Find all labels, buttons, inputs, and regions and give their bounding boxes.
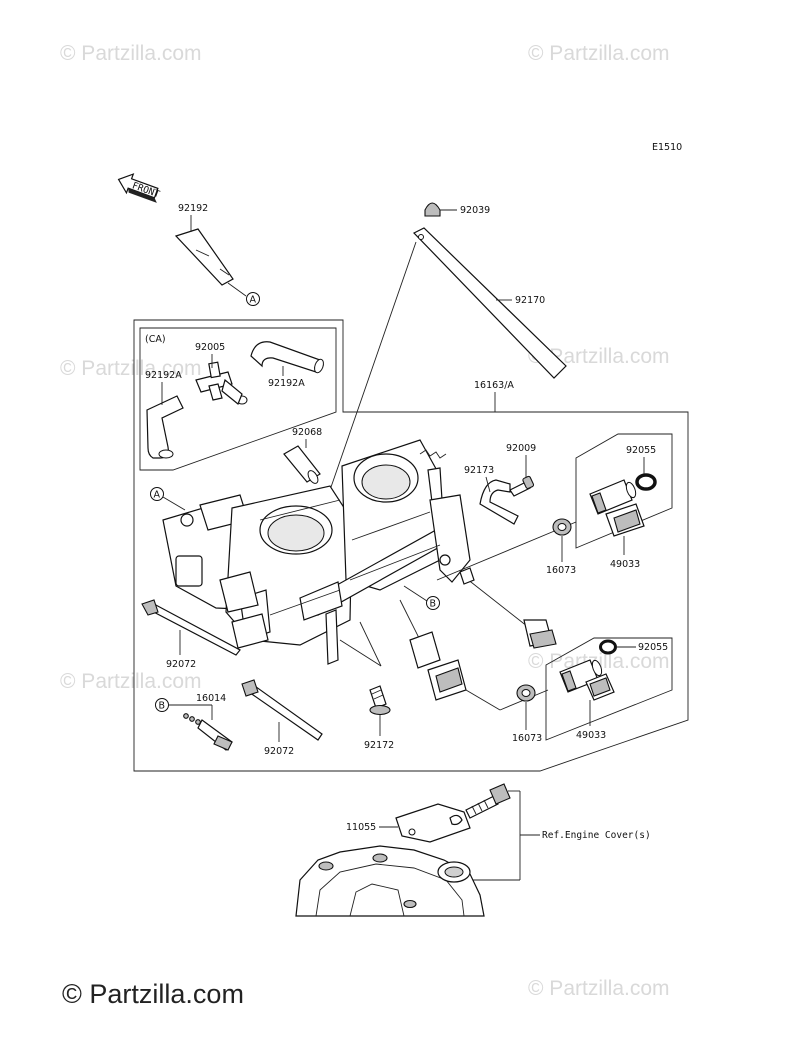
part-label-92005: 92005 bbox=[195, 342, 225, 353]
engine-cover bbox=[295, 845, 485, 917]
ca-inset: (CA) 92005 92192A 92192A bbox=[139, 327, 337, 471]
watermark: © Partzilla.com bbox=[60, 670, 202, 693]
bolt-11055 bbox=[465, 783, 511, 819]
ref-engine-cover-label: Ref.Engine Cover(s) bbox=[542, 830, 651, 841]
bolt-92009 bbox=[509, 475, 535, 497]
injector-49033-top bbox=[589, 479, 645, 537]
part-label-92039: 92039 bbox=[460, 205, 490, 216]
watermark: © Partzilla.com bbox=[528, 345, 670, 368]
cable-tie-92072-left bbox=[141, 599, 241, 656]
t-connector-92005 bbox=[195, 361, 248, 405]
clip-92039 bbox=[424, 202, 457, 217]
part-label-92170: 92170 bbox=[515, 295, 545, 306]
watermark: © Partzilla.com bbox=[528, 977, 670, 1000]
watermark: © Partzilla.com bbox=[60, 357, 202, 380]
o-ring-92055-bottom bbox=[599, 639, 617, 655]
part-label-92192A-left: 92192A bbox=[145, 370, 182, 381]
strap-92170 bbox=[413, 227, 567, 379]
callout-b-assembly: B bbox=[430, 599, 437, 610]
front-arrow-icon: FRONT bbox=[117, 173, 161, 203]
part-label-16073-top: 16073 bbox=[546, 565, 576, 576]
sensor-cable bbox=[459, 567, 557, 649]
part-label-11055: 11055 bbox=[346, 822, 376, 833]
ca-label: (CA) bbox=[145, 334, 166, 345]
bent-hose-92192A-right bbox=[250, 341, 324, 374]
harness-connector bbox=[399, 599, 467, 701]
bracket-11055 bbox=[395, 803, 471, 843]
part-label-92055-top: 92055 bbox=[626, 445, 656, 456]
bent-hose-92192A-left bbox=[146, 395, 184, 459]
part-label-16163A: 16163/A bbox=[474, 380, 514, 391]
injector-box-bottom bbox=[545, 637, 673, 741]
part-label-16073-bottom: 16073 bbox=[512, 733, 542, 744]
watermarks: © Partzilla.com © Partzilla.com © Partzi… bbox=[60, 42, 670, 1009]
throttle-body-assembly bbox=[162, 439, 471, 665]
diagram-code: E1510 bbox=[652, 142, 682, 153]
screw-92172 bbox=[369, 685, 391, 716]
callout-a-top: A bbox=[250, 295, 257, 306]
part-label-92068: 92068 bbox=[292, 427, 322, 438]
sensor-16014 bbox=[183, 713, 233, 751]
part-label-49033-bottom: 49033 bbox=[576, 730, 606, 741]
part-label-92173: 92173 bbox=[464, 465, 494, 476]
injector-box-top bbox=[575, 433, 673, 549]
part-label-92009: 92009 bbox=[506, 443, 536, 454]
assembly-boundary bbox=[133, 319, 689, 772]
watermark: © Partzilla.com bbox=[528, 42, 670, 65]
hose-92192: A bbox=[174, 228, 260, 306]
part-label-92192A-right: 92192A bbox=[268, 378, 305, 389]
o-ring-92055-top bbox=[635, 473, 657, 491]
part-label-92072-bottom: 92072 bbox=[264, 746, 294, 757]
clamp-92173 bbox=[479, 479, 519, 525]
hose-92068 bbox=[283, 445, 321, 484]
callout-b-16014: B bbox=[159, 701, 166, 712]
part-label-92172: 92172 bbox=[364, 740, 394, 751]
part-label-92055-bottom: 92055 bbox=[638, 642, 668, 653]
seal-16073-top bbox=[552, 518, 572, 536]
part-label-49033-top: 49033 bbox=[610, 559, 640, 570]
injector-49033-bottom bbox=[559, 659, 615, 701]
watermark: © Partzilla.com bbox=[60, 42, 202, 65]
seal-16073-bottom bbox=[516, 684, 536, 702]
part-label-92072-left: 92072 bbox=[166, 659, 196, 670]
part-label-16014: 16014 bbox=[196, 693, 226, 704]
part-label-92192: 92192 bbox=[178, 203, 208, 214]
watermark: © Partzilla.com bbox=[528, 650, 670, 673]
cable-tie-92072-bottom bbox=[241, 679, 323, 741]
watermark-main: © Partzilla.com bbox=[62, 979, 244, 1009]
callout-a-assembly: A bbox=[154, 490, 161, 501]
